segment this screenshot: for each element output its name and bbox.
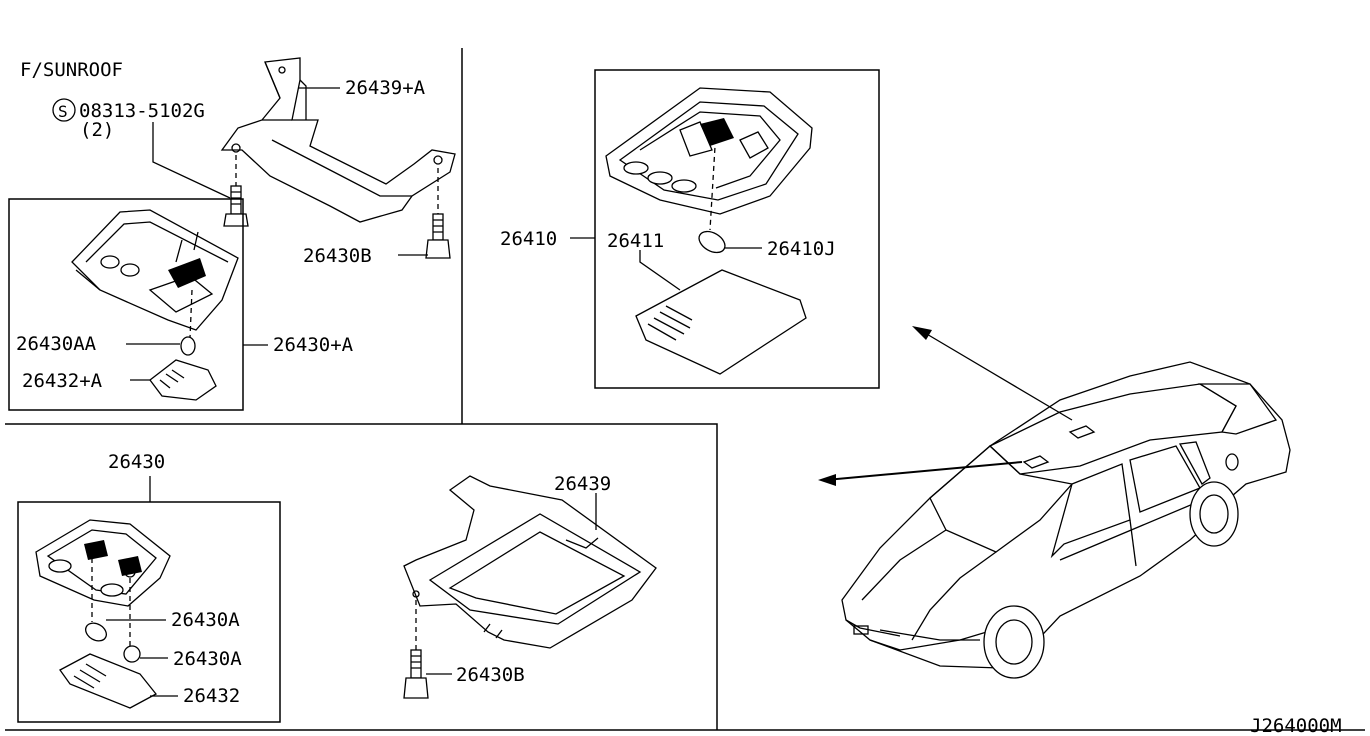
screw-part-number: 08313-5102G xyxy=(79,100,205,122)
label-lamp-assy-a: 26430+A xyxy=(273,334,354,356)
label-lamp-assy-top: 26410 xyxy=(500,228,557,250)
lens-a-drawing xyxy=(149,359,217,401)
bulb-aa-icon xyxy=(180,336,196,356)
bulb-a1-icon xyxy=(85,622,107,642)
label-bulb-a1: 26430A xyxy=(171,609,240,631)
label-bolt-b-bottom: 26430B xyxy=(456,664,525,686)
label-bulb-aa: 26430AA xyxy=(16,333,97,355)
label-lens-top: 26411 xyxy=(607,230,664,252)
label-bolt-b-top: 26430B xyxy=(303,245,372,267)
lamp-assy-a-box xyxy=(8,198,244,411)
label-bracket: 26439 xyxy=(554,473,611,495)
bolt-bottom-icon xyxy=(403,649,429,699)
screw-symbol-icon: S xyxy=(52,98,76,122)
diagram-code: J264000M xyxy=(1250,715,1342,736)
lower-panel-border xyxy=(5,423,718,730)
label-lens-a: 26432+A xyxy=(22,370,103,392)
bracket-sunroof-drawing xyxy=(220,57,456,223)
lamp-assy-a-drawing xyxy=(71,209,239,331)
screw-quantity: (2) xyxy=(80,119,114,141)
dash-bulb-j xyxy=(709,129,717,231)
bolt-top-icon xyxy=(425,213,451,259)
arrow-to-left-icon xyxy=(818,461,1023,486)
lamp-assy-drawing xyxy=(35,519,171,607)
bulb-j-icon xyxy=(698,230,726,254)
label-bracket-a: 26439+A xyxy=(345,77,426,99)
lamp-assy-top-box xyxy=(594,69,880,389)
dash-bulb-aa xyxy=(189,289,193,339)
lamp-assy-box xyxy=(17,501,281,723)
bracket-drawing xyxy=(403,475,657,649)
lens-drawing xyxy=(59,653,157,709)
car-illustration xyxy=(841,361,1291,679)
leader-lens-top xyxy=(639,250,681,291)
arrow-to-top-box-icon xyxy=(912,326,1073,421)
lamp-assy-top-drawing xyxy=(605,87,813,215)
label-bulb-j: 26410J xyxy=(767,238,836,260)
section-label: F/SUNROOF xyxy=(20,59,123,81)
screw-top-icon xyxy=(223,185,249,227)
lens-top-drawing xyxy=(635,269,807,375)
label-lamp-assy: 26430 xyxy=(108,451,165,473)
label-lens: 26432 xyxy=(183,685,240,707)
leader-screw xyxy=(152,122,231,199)
label-bulb-a2: 26430A xyxy=(173,648,242,670)
bulb-a2-icon xyxy=(123,645,141,663)
svg-text:S: S xyxy=(58,102,68,121)
